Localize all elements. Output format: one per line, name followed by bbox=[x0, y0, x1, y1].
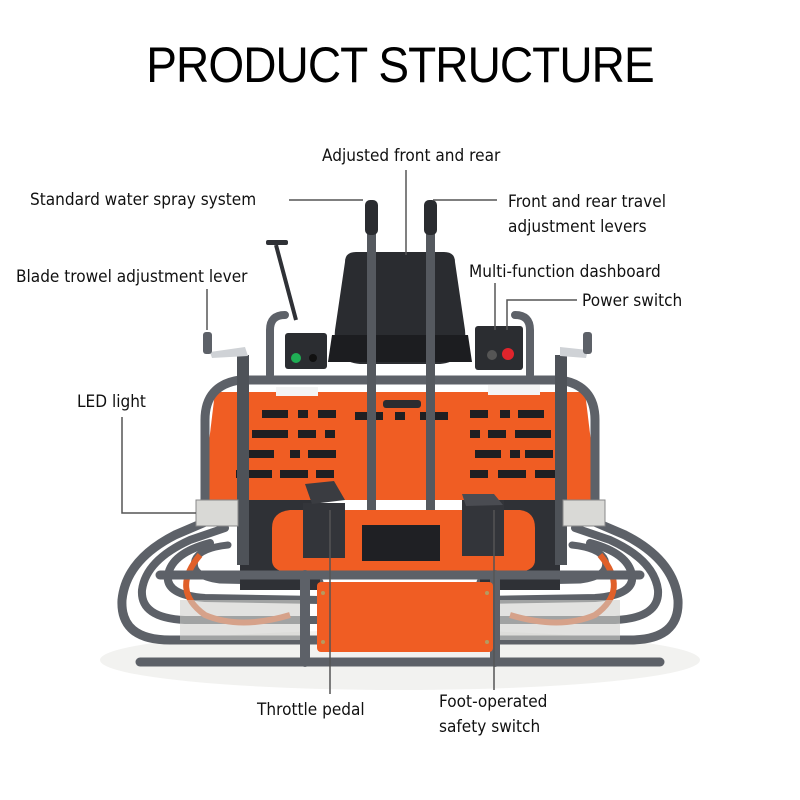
label-blade-trowel-lever: Blade trowel adjustment lever bbox=[16, 267, 248, 286]
left-post bbox=[237, 355, 249, 565]
label-led-light: LED light bbox=[77, 392, 146, 411]
orange-body-panel bbox=[202, 392, 598, 500]
plate-bolts bbox=[321, 591, 489, 644]
safety-switch-pedal bbox=[462, 494, 503, 506]
right-control-box bbox=[475, 326, 523, 370]
throttle-pedal bbox=[305, 481, 345, 504]
control-well bbox=[362, 525, 440, 561]
label-power-switch: Power switch bbox=[582, 291, 683, 310]
safety-switch-box bbox=[462, 500, 504, 556]
warning-sticker-right bbox=[488, 385, 540, 395]
throttle-pedal-box bbox=[303, 503, 345, 558]
water-spray-lever bbox=[274, 244, 298, 321]
key-switch bbox=[487, 350, 497, 360]
label-throttle-pedal: Throttle pedal bbox=[257, 700, 365, 719]
right-post bbox=[555, 355, 567, 565]
right-travel-grip bbox=[424, 200, 437, 235]
right-crank-handle bbox=[583, 332, 592, 354]
label-adjusted-front-rear: Adjusted front and rear bbox=[322, 146, 501, 165]
left-led-light bbox=[195, 499, 239, 527]
right-travel-lever bbox=[426, 203, 435, 553]
front-bumper bbox=[135, 570, 665, 667]
red-power-button bbox=[502, 348, 514, 360]
label-water-spray-system: Standard water spray system bbox=[30, 190, 257, 209]
warning-sticker-left bbox=[276, 387, 318, 396]
front-orange-plate bbox=[317, 582, 493, 652]
left-crank-handle bbox=[203, 332, 212, 354]
label-safety-switch-line2: safety switch bbox=[439, 717, 541, 736]
right-led-light bbox=[562, 499, 606, 527]
page-title: PRODUCT STRUCTURE bbox=[146, 37, 654, 93]
seat-cushion bbox=[328, 335, 472, 362]
right-crank bbox=[560, 347, 588, 358]
green-button bbox=[291, 353, 301, 363]
label-travel-levers-line1: Front and rear travel bbox=[508, 192, 666, 211]
left-blade bbox=[180, 600, 300, 640]
left-control-box bbox=[285, 333, 327, 369]
label-multifunction-dashboard: Multi-function dashboard bbox=[469, 262, 661, 281]
carry-handle bbox=[383, 400, 421, 408]
black-knob bbox=[309, 354, 317, 362]
water-spray-handle bbox=[266, 240, 288, 245]
left-crank bbox=[210, 347, 248, 358]
right-blade bbox=[500, 600, 620, 640]
label-safety-switch-line1: Foot-operated bbox=[439, 692, 548, 711]
left-travel-grip bbox=[365, 200, 378, 235]
label-travel-levers-line2: adjustment levers bbox=[508, 217, 647, 236]
left-travel-lever bbox=[367, 203, 376, 553]
